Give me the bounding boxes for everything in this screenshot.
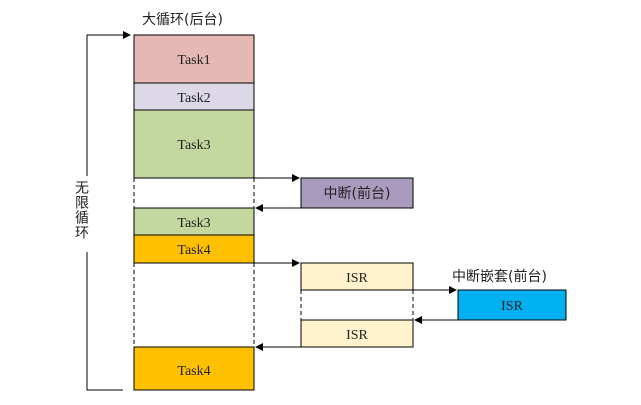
nested-isr-block: [457, 289, 567, 321]
task3-resume-block: [133, 207, 255, 236]
nested-isr-label: ISR: [501, 299, 523, 314]
isr-block: [300, 262, 414, 291]
task2-label: Task2: [177, 91, 210, 106]
task4-resume-label: Task4: [177, 364, 210, 379]
task3-block: [133, 109, 255, 179]
infinite-loop-label: 无限循环: [73, 180, 89, 240]
task1-label: Task1: [177, 53, 210, 68]
background-loop-title: 大循环(后台): [142, 12, 223, 28]
task4-resume-block: [133, 346, 255, 391]
infinite-loop-bracket: 无限循环: [73, 31, 131, 391]
task1-block: [133, 34, 255, 84]
interrupt-block: [300, 177, 414, 209]
flow-arrows: [254, 174, 458, 351]
task4-block: [133, 234, 255, 264]
task3-label: Task3: [177, 138, 210, 153]
isr-resume-label: ISR: [346, 328, 368, 343]
task3-resume-label: Task3: [177, 216, 210, 231]
interrupt-label: 中断(前台): [324, 185, 391, 202]
nested-interrupt-title: 中断嵌套(前台): [452, 268, 547, 285]
task2-block: [133, 82, 255, 111]
suspended-gaps: [133, 178, 414, 347]
task4-label: Task4: [177, 243, 210, 258]
isr-label: ISR: [346, 271, 368, 286]
isr-resume-block: [300, 319, 414, 348]
